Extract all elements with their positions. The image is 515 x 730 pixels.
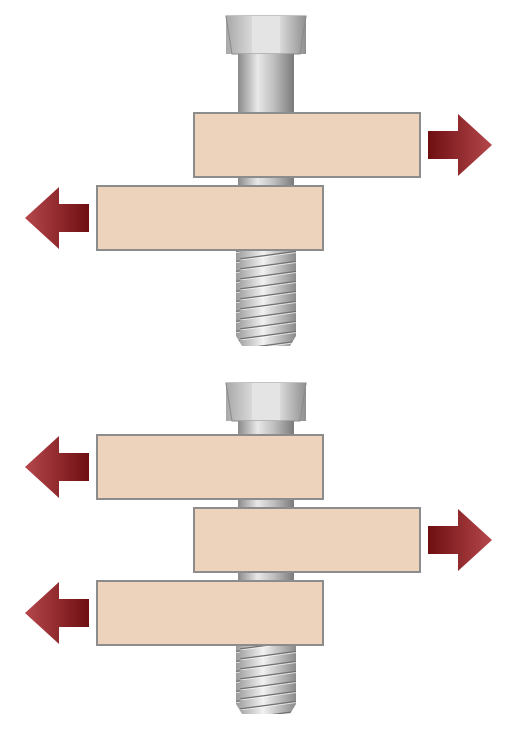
force-arrow-icon bbox=[428, 509, 492, 571]
diagram-double-shear bbox=[25, 382, 492, 714]
diagram-single-shear bbox=[25, 15, 492, 346]
plate-middle bbox=[193, 507, 421, 573]
plate-top bbox=[96, 434, 324, 500]
plate-top bbox=[193, 112, 421, 178]
plate-bottom bbox=[96, 580, 324, 646]
plate-bottom bbox=[96, 185, 324, 251]
hex-bolt-icon bbox=[225, 15, 307, 346]
force-arrow-icon bbox=[428, 114, 492, 176]
force-arrow-icon bbox=[25, 436, 89, 498]
force-arrow-icon bbox=[25, 582, 89, 644]
force-arrow-icon bbox=[25, 187, 89, 249]
